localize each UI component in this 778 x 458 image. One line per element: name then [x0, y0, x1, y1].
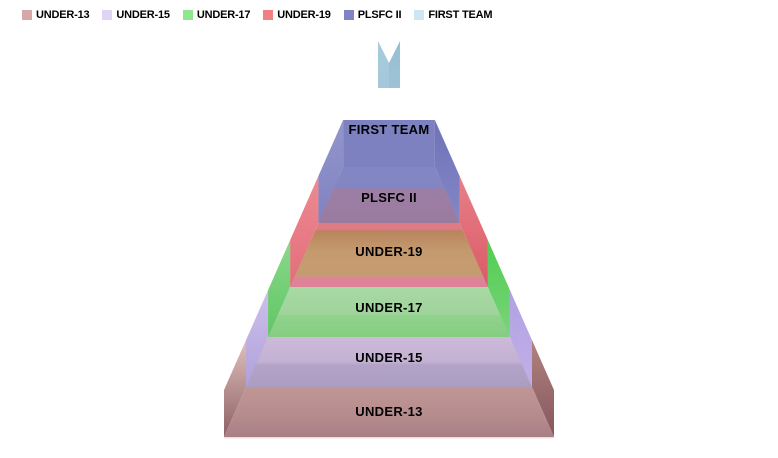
legend-item-under-19[interactable]: UNDER-19 [263, 9, 331, 21]
legend-swatch-icon [102, 10, 113, 20]
slice-front-under-15[interactable] [246, 337, 532, 387]
slice-side-left-under-13 [224, 340, 247, 437]
legend-label: UNDER-15 [116, 9, 170, 21]
legend-item-under-15[interactable]: UNDER-15 [102, 9, 170, 21]
slice-side-faces [224, 41, 554, 437]
slice-label-under-17: UNDER-17 [355, 300, 422, 315]
slice-side-right-under-17 [487, 240, 510, 337]
legend-item-first-team[interactable]: FIRST TEAM [414, 9, 493, 21]
legend-swatch-icon [343, 10, 354, 20]
chart-legend: UNDER-13 UNDER-15 UNDER-17 UNDER-19 PLSFC II… [22, 9, 493, 21]
slice-side-left-first-team [377, 41, 389, 88]
slice-top-plsfc-ii [343, 120, 435, 167]
slice-label-first-team: FIRST TEAM [349, 122, 430, 137]
legend-swatch-icon [263, 10, 274, 20]
legend-swatch-icon [182, 10, 193, 20]
slice-front-plsfc-ii[interactable] [318, 167, 460, 223]
legend-swatch-icon [414, 10, 425, 20]
legend-item-under-13[interactable]: UNDER-13 [22, 9, 90, 21]
slice-side-left-under-15 [246, 290, 269, 387]
slice-side-right-first-team [389, 41, 401, 88]
legend-label: UNDER-19 [277, 9, 331, 21]
slice-label-plsfc-ii: PLSFC II [361, 190, 417, 205]
legend-swatch-icon [22, 10, 32, 20]
slice-labels: UNDER-13 UNDER-15 UNDER-17 UNDER-19 PLSFC II… [349, 122, 430, 419]
legend-item-under-17[interactable]: UNDER-17 [182, 9, 251, 21]
slice-side-right-plsfc-ii [434, 120, 460, 223]
slice-front-under-19[interactable] [290, 223, 488, 287]
slice-front-under-17[interactable] [268, 287, 510, 337]
legend-label: PLSFC II [357, 9, 402, 21]
slice-label-under-13: UNDER-13 [355, 404, 422, 419]
slice-side-right-under-19 [459, 176, 488, 287]
slice-label-under-15: UNDER-15 [355, 350, 422, 365]
legend-label: UNDER-13 [36, 9, 90, 21]
slice-side-left-under-17 [268, 240, 291, 337]
legend-item-plsfc-ii[interactable]: PLSFC II [343, 9, 402, 21]
slice-front-faces [224, 167, 554, 439]
slice-front-under-13[interactable] [224, 387, 554, 437]
slice-side-right-under-15 [509, 290, 532, 387]
slice-side-left-plsfc-ii [318, 120, 344, 223]
legend-label: FIRST TEAM [428, 9, 493, 21]
slice-side-right-under-13 [531, 340, 554, 437]
slice-label-under-19: UNDER-19 [355, 244, 422, 259]
pyramid-base-edge [224, 437, 554, 439]
slice-side-left-under-19 [290, 176, 319, 287]
legend-label: UNDER-17 [196, 9, 251, 21]
